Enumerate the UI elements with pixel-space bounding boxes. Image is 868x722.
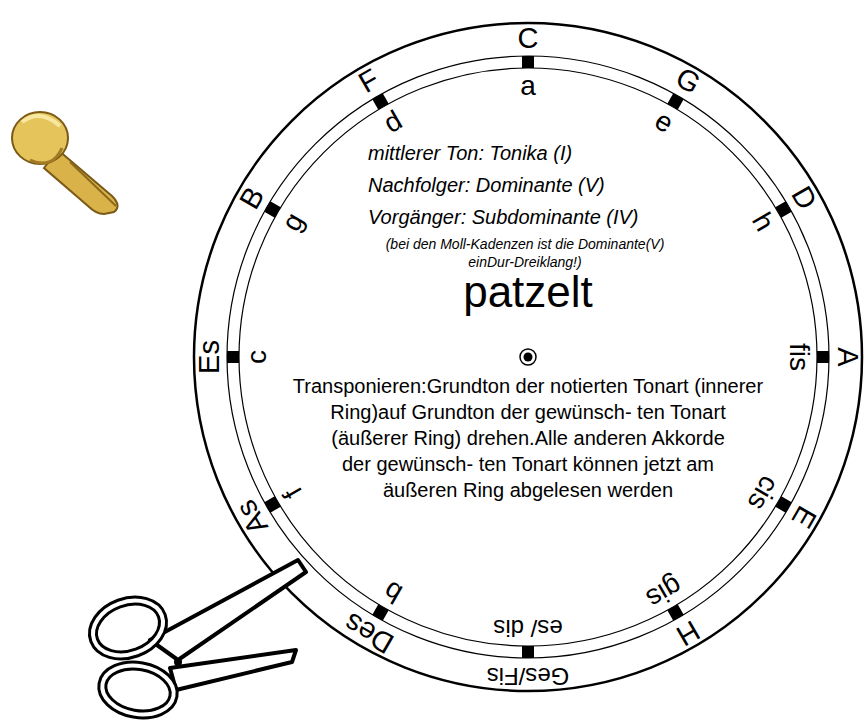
center-pivot [520, 349, 536, 365]
disk-rim [194, 23, 862, 691]
ring-marker [667, 93, 683, 109]
ring-marker [667, 604, 683, 620]
major-key-label: Ges/Fis [487, 664, 570, 688]
disk-outline [192, 21, 864, 693]
minor-key-label: fis [785, 343, 813, 371]
watermark: patzelt [463, 270, 593, 314]
ring-marker [264, 496, 280, 512]
center-pivot [524, 353, 533, 362]
ring-marker [775, 496, 791, 512]
instruction-text: Transponieren:Grundton der notierten Ton… [293, 375, 763, 501]
circle-disk: mittlerer Ton: Tonika (I) Nachfolger: Dom… [192, 21, 864, 693]
note-text: (bei den Moll-Kadenzen ist die Dominante… [375, 235, 675, 271]
ring-marker [522, 56, 534, 68]
major-key-label: Es [195, 340, 224, 374]
minor-key-label: a [520, 72, 536, 100]
legend-text: Vorgänger: Subdominante (IV) [368, 205, 639, 229]
minor-key-label: es/ dis [493, 616, 562, 640]
ring-marker [817, 351, 829, 363]
ring-marker [264, 201, 280, 217]
legend-text: mittlerer Ton: Tonika (I) [368, 141, 572, 165]
ring-marker [522, 646, 534, 658]
paper-fastener [12, 112, 118, 214]
minor-key-label: c [243, 350, 271, 364]
ring-line [227, 56, 829, 658]
major-key-label: A [833, 347, 862, 366]
ring-marker [775, 201, 791, 217]
major-key-label: C [518, 24, 539, 53]
ring-marker [372, 93, 388, 109]
ring-line [239, 68, 817, 646]
legend-text: Nachfolger: Dominante (V) [368, 173, 605, 197]
ring-marker [227, 351, 239, 363]
instruction-block: Transponieren:Grundton der notierten Ton… [268, 373, 788, 613]
ring-marker [372, 604, 388, 620]
